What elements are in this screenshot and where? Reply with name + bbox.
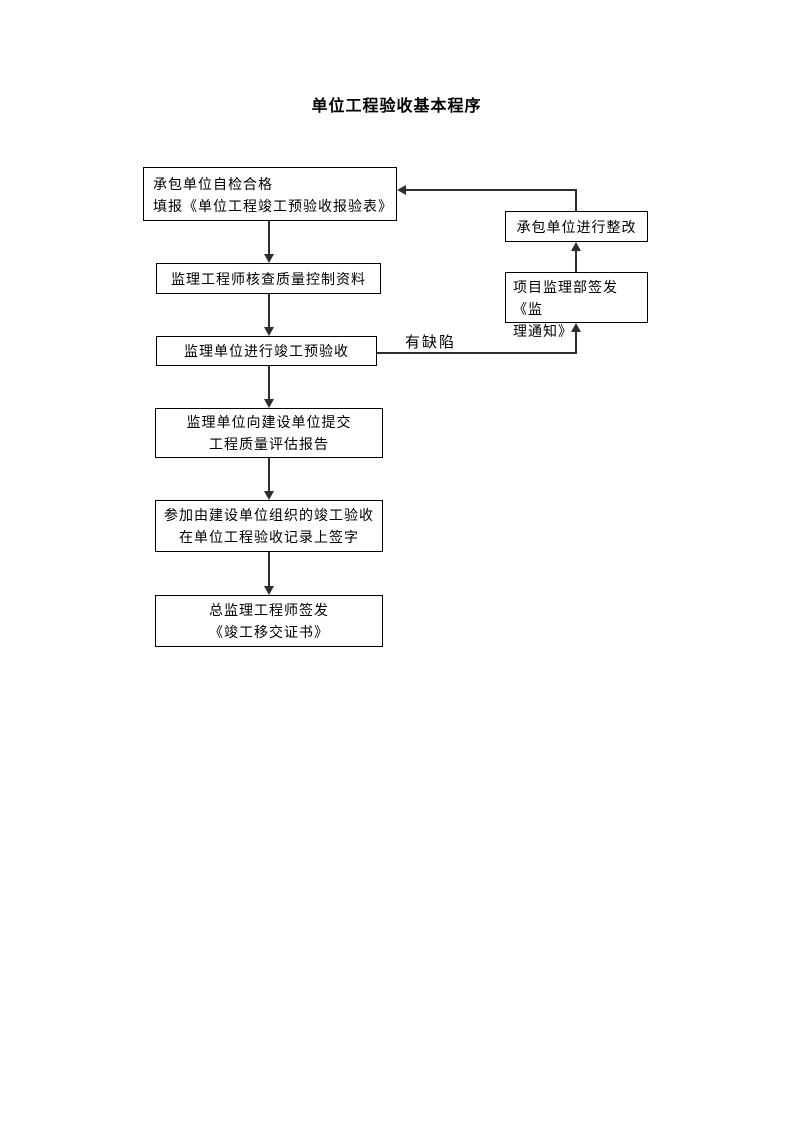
arrow-left-icon bbox=[397, 185, 406, 195]
flow-step-text: 监理工程师核查质量控制资料 bbox=[171, 270, 366, 287]
connector-line-step4-step5 bbox=[268, 458, 270, 491]
flow-step-text: 理通知》 bbox=[513, 323, 573, 339]
connector-line-defect-branch bbox=[377, 352, 577, 354]
flow-step-issue-supervision-notice: 项目监理部签发《监 理通知》 bbox=[505, 272, 648, 339]
arrow-up-icon bbox=[571, 323, 581, 332]
arrow-down-icon bbox=[264, 491, 274, 500]
flow-step-text: 填报《单位工程竣工预验收报验表》 bbox=[153, 198, 393, 214]
arrow-up-icon bbox=[571, 242, 581, 251]
connector-line-step2-step3 bbox=[268, 294, 270, 327]
arrow-down-icon bbox=[264, 586, 274, 595]
connector-line-rectify-return bbox=[406, 189, 577, 191]
flow-step-pre-acceptance: 监理单位进行竣工预验收 bbox=[156, 336, 377, 366]
flow-step-verify-qc-data: 监理工程师核查质量控制资料 bbox=[156, 263, 381, 294]
connector-line-step3-step4 bbox=[268, 366, 270, 399]
flow-step-text: 监理单位进行竣工预验收 bbox=[184, 343, 349, 359]
connector-line-step1-step2 bbox=[268, 221, 270, 254]
flow-step-text: 项目监理部签发《监 bbox=[513, 279, 618, 317]
page-title: 单位工程验收基本程序 bbox=[311, 98, 482, 115]
connector-line-notice-rectify bbox=[575, 251, 577, 272]
arrow-down-icon bbox=[264, 327, 274, 336]
flow-step-text: 参加由建设单位组织的竣工验收 bbox=[164, 507, 374, 523]
flow-step-contractor-self-check: 承包单位自检合格 填报《单位工程竣工预验收报验表》 bbox=[143, 167, 397, 221]
connector-line-step5-step6 bbox=[268, 552, 270, 586]
flow-step-submit-evaluation-report: 监理单位向建设单位提交 工程质量评估报告 bbox=[155, 408, 383, 458]
flow-step-text: 《竣工移交证书》 bbox=[209, 624, 329, 640]
arrow-down-icon bbox=[264, 254, 274, 263]
flow-step-attend-acceptance-sign: 参加由建设单位组织的竣工验收 在单位工程验收记录上签字 bbox=[155, 500, 383, 552]
connector-line-defect-branch-up bbox=[575, 332, 577, 354]
defect-branch-label: 有缺陷 bbox=[405, 331, 457, 352]
flow-step-contractor-rectification: 承包单位进行整改 bbox=[505, 211, 648, 242]
flow-step-text: 工程质量评估报告 bbox=[209, 436, 329, 452]
flow-step-text: 承包单位进行整改 bbox=[516, 218, 637, 235]
arrow-down-icon bbox=[264, 399, 274, 408]
flow-step-text: 总监理工程师签发 bbox=[209, 602, 329, 618]
connector-line-rectify-return-up bbox=[575, 189, 577, 211]
flow-step-text: 承包单位自检合格 bbox=[153, 176, 273, 192]
flow-step-text: 在单位工程验收记录上签字 bbox=[179, 529, 359, 545]
flow-step-issue-handover-certificate: 总监理工程师签发 《竣工移交证书》 bbox=[155, 595, 383, 647]
flow-step-text: 监理单位向建设单位提交 bbox=[186, 414, 352, 430]
